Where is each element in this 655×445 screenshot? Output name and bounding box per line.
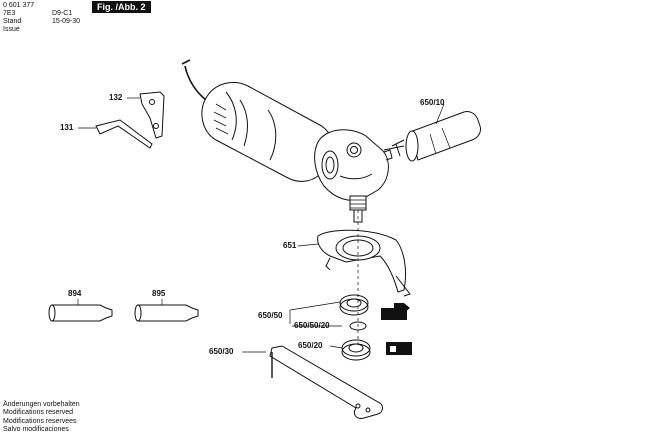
part-label-650-50: 650/50	[258, 311, 283, 320]
part-label-894: 894	[68, 289, 82, 298]
clamping-nut	[341, 339, 371, 361]
issue-value: 15-09-30	[52, 18, 81, 25]
spanner-wrench	[269, 345, 383, 419]
auxiliary-handle	[383, 111, 481, 162]
part-label-651: 651	[283, 241, 297, 250]
part-label-131: 131	[60, 123, 74, 132]
sds-clic-symbol-bottom	[386, 342, 412, 355]
notice-en: Modifications reserved	[3, 409, 74, 417]
notice-de: Änderungen vorbehalten	[3, 401, 80, 408]
gear-head	[314, 129, 393, 201]
header-values: D9-C1 15-09-30	[52, 2, 92, 26]
notice-fr: Modifications reservees	[3, 417, 77, 425]
doc-number: 0 601 377 7E3	[3, 2, 35, 17]
leader-lines	[77, 97, 445, 353]
part-label-650-50-20: 650/50/20	[294, 321, 330, 330]
notice-es: Salvo modificaciones	[3, 426, 69, 434]
stand-label: Stand	[3, 18, 22, 25]
part-label-650-20: 650/20	[298, 341, 323, 350]
protection-guard	[317, 229, 411, 297]
figure-label: Fig. /Abb. 2	[92, 1, 151, 13]
part-label-895: 895	[152, 289, 166, 298]
grease-tube-895	[134, 304, 199, 322]
part-label-650-30: 650/30	[209, 347, 234, 356]
sds-clic-symbol-top	[381, 303, 410, 320]
modification-notice: Änderungen vorbehalten Modifications res…	[3, 401, 80, 435]
header-labels: 0 601 377 7E3 Stand Issue	[3, 2, 39, 34]
issue-label: Issue	[3, 26, 20, 33]
locking-key-132	[139, 91, 165, 139]
stand-value: D9-C1	[52, 10, 73, 17]
mounting-flange	[339, 294, 369, 316]
angle-grinder-body	[201, 82, 333, 182]
part-label-650-10: 650/10	[420, 98, 445, 107]
part-label-132: 132	[109, 93, 123, 102]
grease-tube-894	[48, 304, 113, 322]
hex-key-131	[95, 119, 153, 149]
